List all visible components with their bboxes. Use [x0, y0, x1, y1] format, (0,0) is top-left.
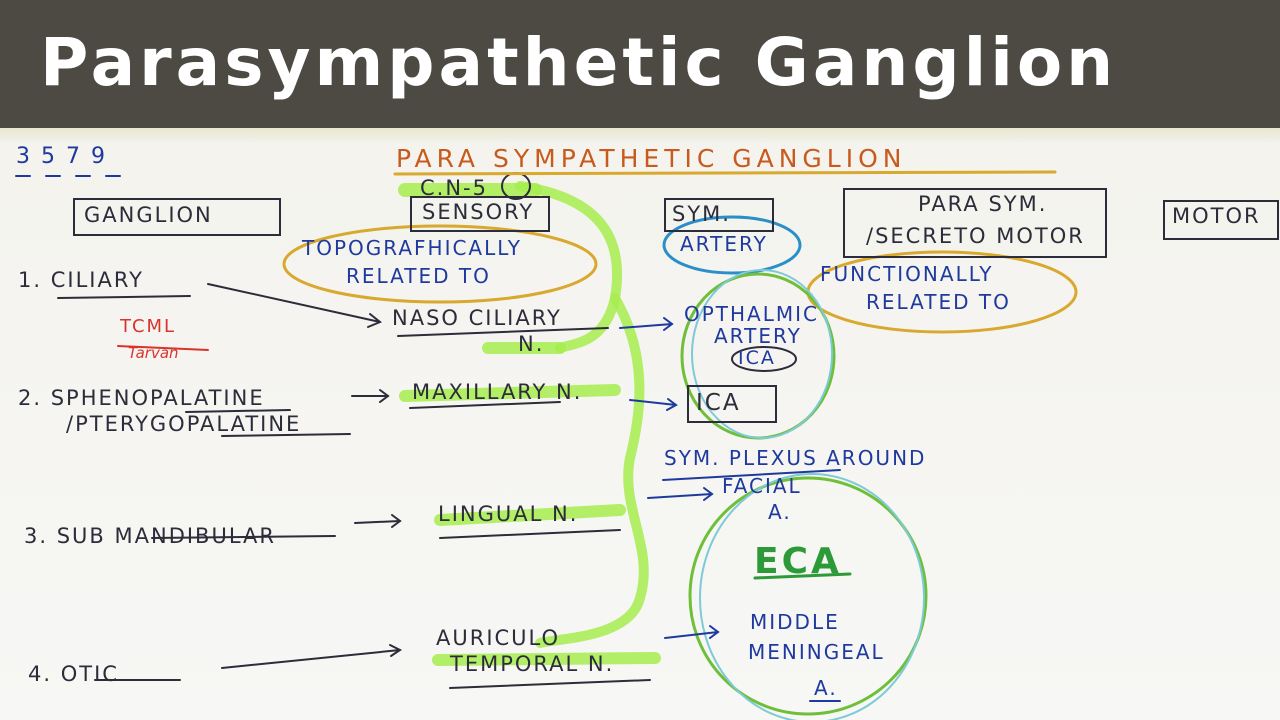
ganglion-otic: 4. OTIC: [28, 662, 119, 686]
artery-middle: MIDDLE: [750, 610, 840, 634]
sensory-maxillary: MAXILLARY N.: [412, 380, 583, 404]
artery-opthalmic-2: ARTERY: [714, 324, 802, 348]
artery-meningeal: MENINGEAL: [748, 640, 885, 664]
arrow-to-opthalmic: [619, 323, 673, 329]
artery-meningeal-a: A.: [814, 676, 838, 700]
arrow-submandibular: [354, 520, 401, 524]
notebook-page: 3 5 7 9 PARA SYMPATHETIC GANGLION GANGLI…: [0, 128, 1280, 720]
sensory-lingual: LINGUAL N.: [438, 502, 579, 526]
note-artery: ARTERY: [680, 232, 768, 256]
arrow-ciliary: [207, 283, 381, 323]
ganglion-sphenopalatine: 2. SPHENOPALATINE: [18, 386, 265, 410]
ganglion-header-box: [73, 198, 281, 236]
note-tcml: TCML: [120, 316, 177, 337]
highlighter-lingual: [434, 504, 626, 526]
ganglion-pterygopalatine: /PTERYGOPALATINE: [66, 412, 302, 436]
circle-artery: [662, 215, 802, 275]
banner: Parasympathetic Ganglion: [0, 0, 1280, 128]
highlighter-bracket: [515, 181, 623, 353]
note-related-to-2: RELATED TO: [866, 290, 1011, 314]
artery-facial: FACIAL: [722, 474, 802, 498]
artery-facial-a: A.: [768, 500, 792, 524]
arrow-to-ica: [629, 399, 677, 406]
sensory-naso-ciliary-n: N.: [518, 332, 545, 356]
sheet-title: PARA SYMPATHETIC GANGLION: [396, 144, 907, 173]
sensory-auriculo: AURICULO: [436, 626, 561, 650]
artery-sym-plexus: SYM. PLEXUS AROUND: [664, 446, 927, 470]
header-ganglion: GANGLION: [84, 203, 213, 227]
header-sensory: SENSORY: [422, 200, 535, 224]
artery-opthalmic: OPTHALMIC: [684, 302, 820, 326]
note-functionally: FUNCTIONALLY: [820, 262, 994, 286]
box-ica: [687, 385, 777, 423]
arrow-otic: [221, 649, 401, 669]
ganglion-ciliary: 1. CILIARY: [18, 268, 144, 292]
artery-ica: ICA: [696, 390, 741, 416]
arrow-to-facial: [647, 493, 713, 499]
highlighter-maxillary: [399, 384, 621, 402]
cn-header-box: [410, 196, 550, 232]
sensory-naso-ciliary: NASO CILIARY: [392, 306, 562, 330]
page-numbers: 3 5 7 9: [16, 144, 107, 169]
highlighter-auriculo: [432, 652, 661, 666]
motor-header-box: [1163, 200, 1279, 240]
sym-header-box: [664, 198, 774, 232]
header-para-sym: PARA SYM.: [918, 192, 1048, 216]
note-tcml-sub: Tarvan: [128, 344, 179, 362]
artery-opthalmic-ica: ICA: [738, 347, 776, 369]
circle-topographically: [282, 224, 598, 304]
para-sym-header-box: [843, 188, 1107, 258]
header-motor: MOTOR: [1172, 204, 1261, 228]
header-secretomotor: /SECRETO MOTOR: [866, 224, 1085, 248]
hand-drawn-annotations: [15, 170, 1078, 720]
sensory-temporal: TEMPORAL N.: [450, 652, 615, 676]
circle-eca-group: [688, 476, 928, 716]
header-sym: SYM.: [672, 202, 731, 226]
ganglion-submandibular: 3. SUB MANDIBULAR: [24, 524, 276, 548]
arrow-to-middle: [664, 631, 719, 639]
circle-ica-small: [731, 346, 797, 372]
header-cn5: C.N-5: [420, 176, 488, 200]
note-eca: ECA: [754, 541, 842, 582]
video-title: Parasympathetic Ganglion: [40, 24, 1118, 101]
note-topographically: TOPOGRAFHICALLY: [302, 236, 522, 260]
note-related-to-1: RELATED TO: [346, 264, 491, 288]
highlighter-spine: [535, 293, 649, 648]
